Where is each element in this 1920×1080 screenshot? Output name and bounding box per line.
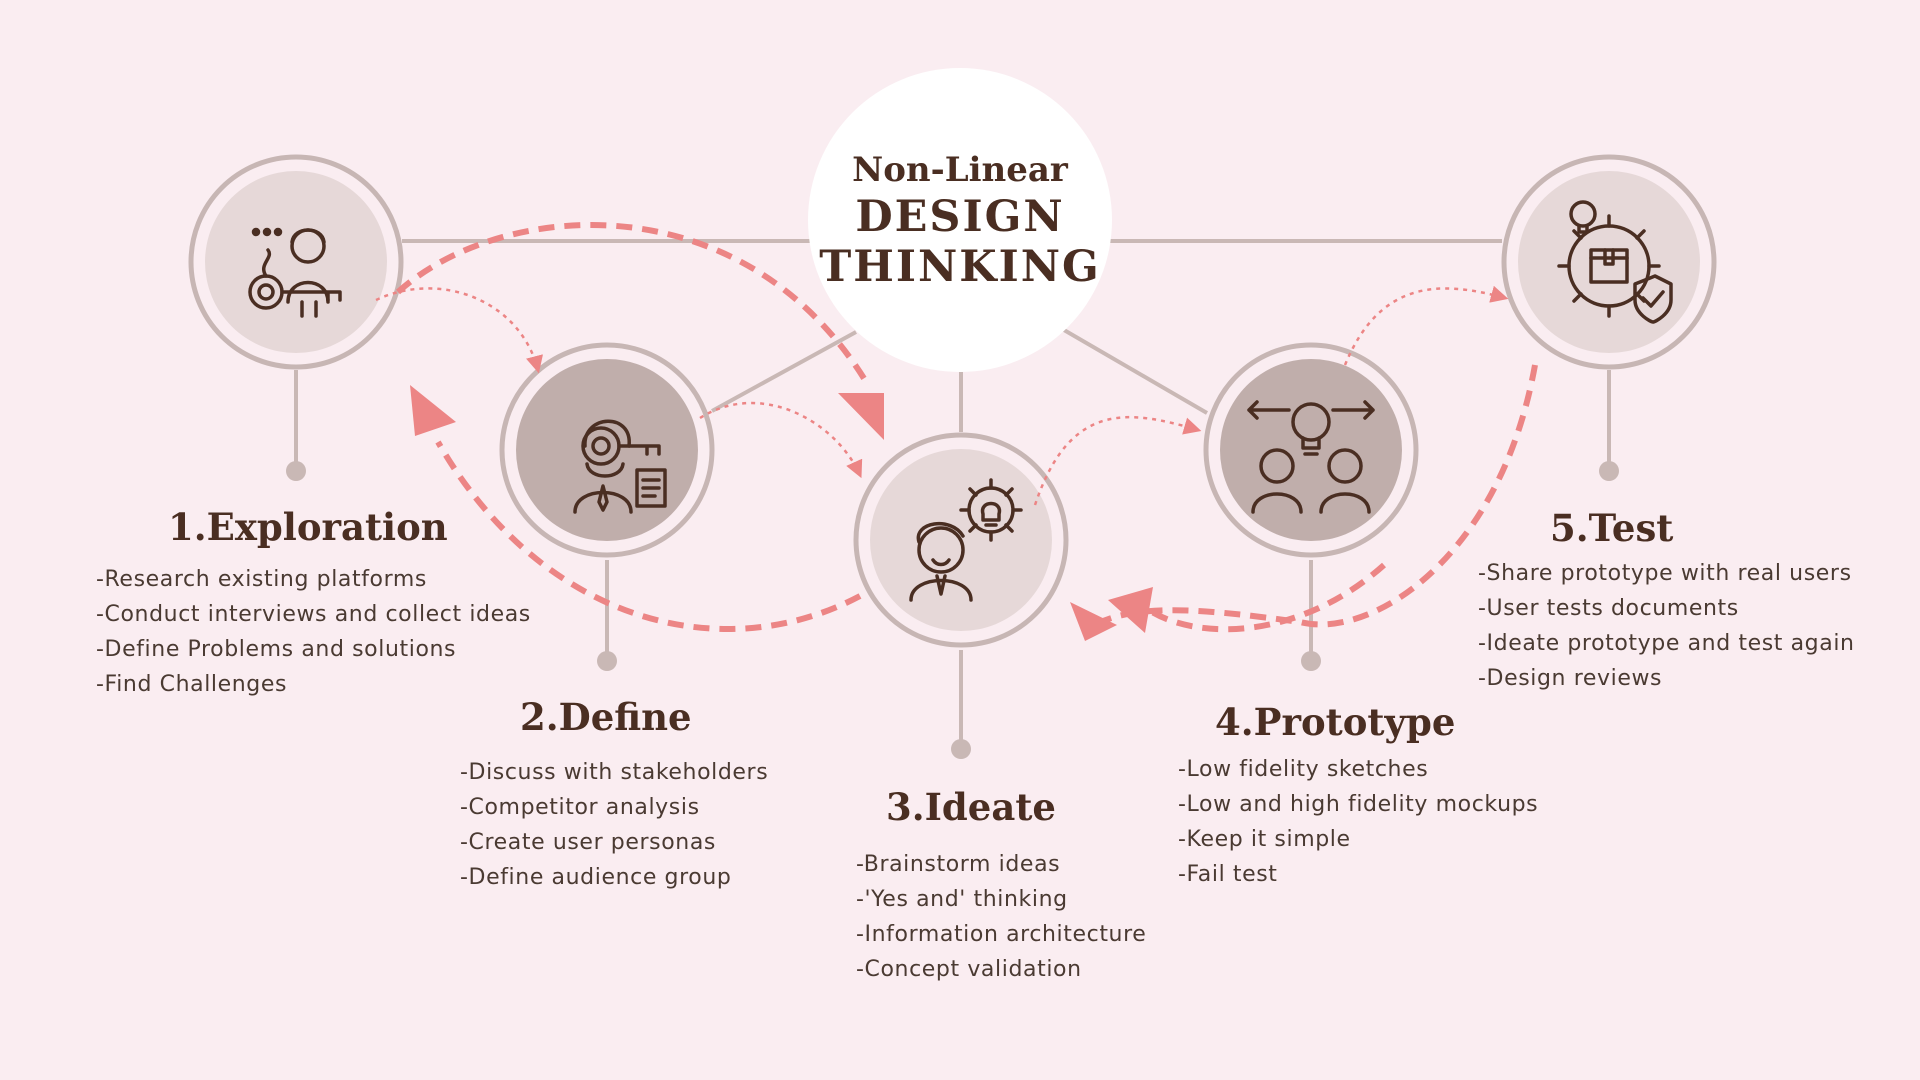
list-item: -User tests documents [1478, 596, 1739, 621]
list-item: -Create user personas [460, 830, 716, 855]
step-circle-exploration [188, 154, 404, 370]
small-dotted-arrows [375, 285, 1509, 506]
arrowhead-into-exploration [410, 385, 456, 436]
list-item: -Competitor analysis [460, 795, 700, 820]
title-line-2: DESIGN [855, 192, 1065, 242]
list-item: -'Yes and' thinking [856, 887, 1068, 912]
arc-prototype-to-ideate [1150, 562, 1386, 633]
stem-dot-prototype [1301, 651, 1321, 671]
bulb-people-arrows-icon [1241, 380, 1381, 520]
key-person-icon [236, 202, 376, 342]
list-item: -Ideate prototype and test again [1478, 631, 1855, 656]
big-arrowheads [410, 385, 1153, 641]
stem-dot-ideate [951, 739, 971, 759]
list-item: -Keep it simple [1178, 827, 1351, 852]
arrowhead-into-ideate-right [1108, 587, 1153, 633]
list-item: -Share prototype with real users [1478, 561, 1852, 586]
step-list-prototype: -Low fidelity sketches -Low and high fid… [1178, 752, 1538, 892]
center-title: Non-Linear DESIGN THINKING [808, 68, 1112, 372]
arc-test-to-ideate [1084, 364, 1538, 633]
list-item: -Information architecture [856, 922, 1147, 947]
step-title-prototype: 4.Prototype [1215, 700, 1456, 744]
dotted-ideate-to-prototype [1033, 416, 1202, 506]
list-item: -Brainstorm ideas [856, 852, 1061, 877]
step-title-define: 2.Define [520, 695, 692, 739]
arc-exploration-to-ideate [395, 221, 868, 382]
step-title-test: 5.Test [1550, 506, 1674, 550]
list-item: -Low fidelity sketches [1178, 757, 1429, 782]
step-list-exploration: -Research existing platforms -Conduct in… [96, 562, 531, 702]
stem-dot-test [1599, 461, 1619, 481]
dotted-prototype-to-test [1343, 285, 1509, 366]
arrowhead-into-ideate-top [838, 393, 884, 440]
list-item: -Fail test [1178, 862, 1278, 887]
list-item: -Research existing platforms [96, 567, 427, 592]
title-line-1: Non-Linear [852, 150, 1068, 190]
step-list-ideate: -Brainstorm ideas -'Yes and' thinking -I… [856, 847, 1146, 987]
list-item: -Conduct interviews and collect ideas [96, 602, 531, 627]
stem-dot-define [597, 651, 617, 671]
step-title-ideate: 3.Ideate [886, 785, 1056, 829]
step-circle-test [1501, 154, 1717, 370]
connector-center-prototype [1062, 328, 1209, 415]
list-item: -Define Problems and solutions [96, 637, 457, 662]
magnifier-person-icon [547, 390, 687, 530]
arrowhead-into-ideate-bottom [1070, 602, 1117, 641]
list-item: -Find Challenges [96, 672, 288, 697]
connector-center-define [711, 330, 857, 413]
dotted-define-to-ideate [699, 401, 863, 479]
dotted-exploration-to-define [375, 287, 543, 374]
big-dashed-arcs [395, 221, 1538, 633]
title-line-3: THINKING [819, 242, 1101, 292]
connector-lines [294, 239, 1611, 748]
step-title-exploration: 1.Exploration [168, 505, 448, 549]
gear-box-shield-icon [1539, 192, 1679, 332]
list-item: -Design reviews [1478, 666, 1663, 691]
arc-ideate-to-exploration [435, 440, 862, 633]
step-list-define: -Discuss with stakeholders -Competitor a… [460, 755, 768, 895]
center-circle [808, 68, 1112, 372]
list-item: -Define audience group [460, 865, 732, 890]
stem-dot-exploration [286, 461, 306, 481]
idea-gear-person-icon [891, 470, 1031, 610]
stem-dots [286, 461, 1619, 759]
list-item: -Low and high fidelity mockups [1178, 792, 1539, 817]
step-list-test: -Share prototype with real users -User t… [1478, 556, 1855, 696]
list-item: -Discuss with stakeholders [460, 760, 769, 785]
list-item: -Concept validation [856, 957, 1082, 982]
